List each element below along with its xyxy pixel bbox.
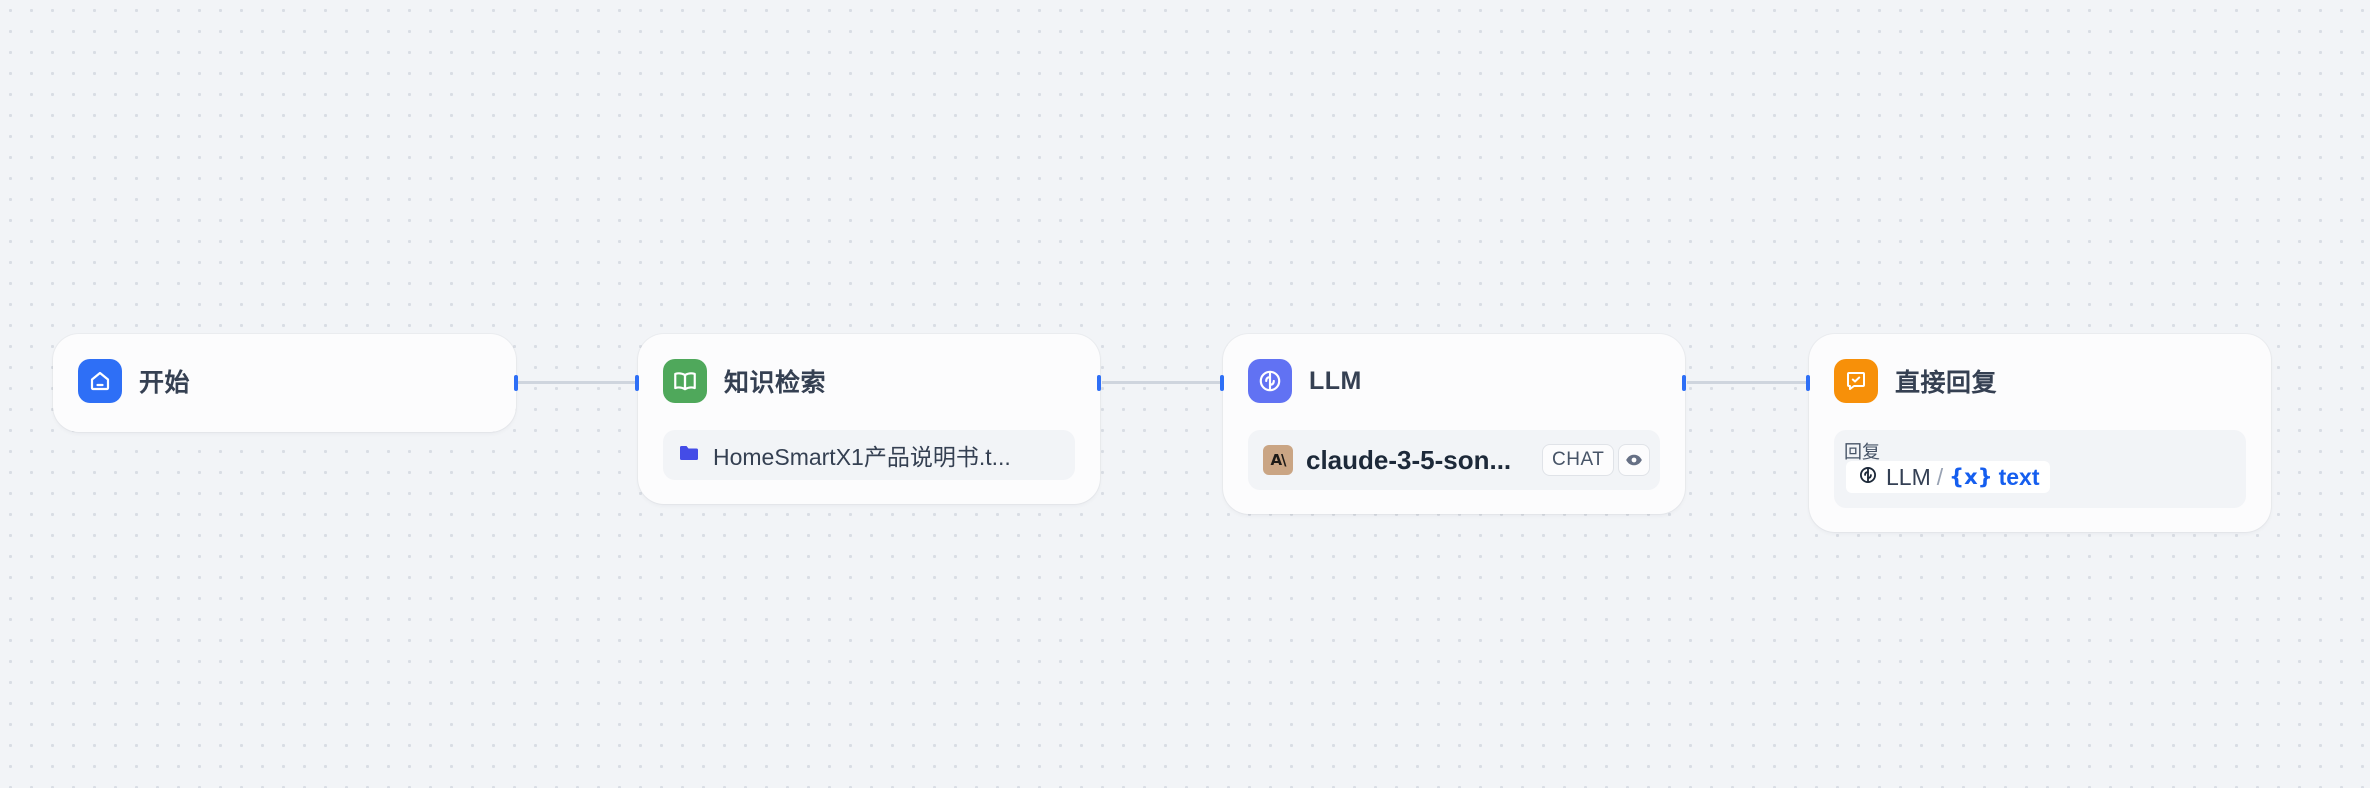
anthropic-logo-icon: A\ — [1263, 445, 1293, 475]
edge-start-to-knowledge[interactable] — [518, 381, 636, 384]
edge-knowledge-to-llm[interactable] — [1102, 381, 1221, 384]
node-title: 直接回复 — [1895, 369, 1998, 397]
reply-content[interactable]: 回复 LLM / {x} text — [1834, 430, 2246, 508]
input-handle[interactable] — [635, 375, 639, 391]
output-handle[interactable] — [1682, 375, 1686, 391]
start-node[interactable]: 开始 — [53, 334, 518, 432]
node-title: 知识检索 — [724, 369, 827, 397]
message-check-icon — [1834, 359, 1878, 403]
variable-icon: {x} — [1949, 465, 1993, 489]
edge-llm-to-answer[interactable] — [1687, 381, 1807, 384]
reply-label: 回复 — [1844, 442, 1880, 462]
answer-node[interactable]: 直接回复 回复 LLM / {x} text — [1806, 334, 2271, 532]
knowledge-retrieval-node[interactable]: 知识检索 HomeSmartX1产品说明书.t... — [635, 334, 1101, 504]
folder-icon — [677, 441, 701, 470]
variable-name: text — [1998, 463, 2040, 490]
variable-reference[interactable]: LLM / {x} text — [1846, 461, 2050, 493]
book-open-icon — [663, 359, 707, 403]
input-handle[interactable] — [1220, 375, 1224, 391]
variable-source-node: LLM — [1886, 463, 1931, 490]
output-handle[interactable] — [1097, 375, 1101, 391]
llm-node-icon — [1858, 465, 1878, 490]
node-title: LLM — [1309, 366, 1362, 395]
model-mode-badge: CHAT — [1542, 444, 1615, 476]
eye-icon[interactable] — [1618, 444, 1651, 476]
output-handle[interactable] — [514, 375, 518, 391]
node-title: 开始 — [139, 369, 191, 397]
dataset-name: HomeSmartX1产品说明书.t... — [713, 444, 1011, 470]
model-selector[interactable]: A\ claude-3-5-son... CHAT — [1248, 430, 1660, 490]
input-handle[interactable] — [1806, 375, 1810, 391]
home-icon — [78, 359, 122, 403]
brain-icon — [1248, 359, 1292, 403]
variable-separator: / — [1936, 463, 1944, 490]
llm-node[interactable]: LLM A\ claude-3-5-son... CHAT — [1220, 334, 1686, 514]
model-name: claude-3-5-son... — [1306, 444, 1512, 475]
dataset-item[interactable]: HomeSmartX1产品说明书.t... — [663, 430, 1075, 480]
